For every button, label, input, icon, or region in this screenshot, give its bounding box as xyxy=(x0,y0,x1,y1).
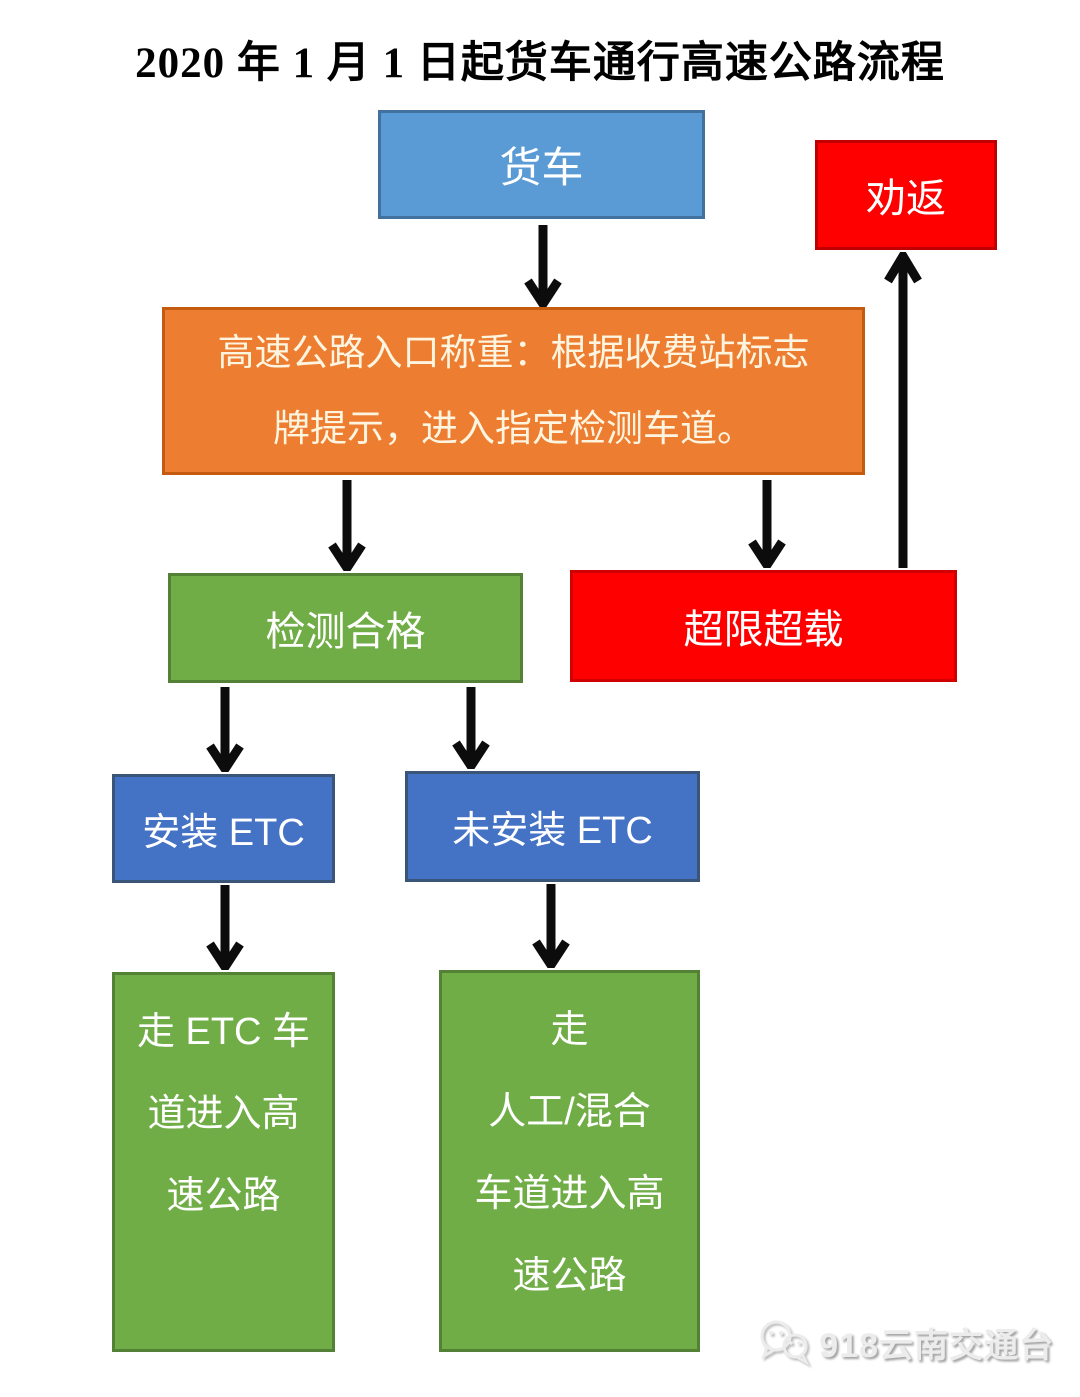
node-manual-mixed-lane: 走 人工/混合 车道进入高 速公路 xyxy=(439,970,700,1352)
arrow-truck-to-weighing xyxy=(524,225,562,307)
node-overload: 超限超载 xyxy=(570,570,957,682)
watermark-text: 918云南交通台 xyxy=(819,1327,1054,1365)
node-truck: 货车 xyxy=(378,110,705,219)
page-title: 2020 年 1 月 1 日起货车通行高速公路流程 xyxy=(135,40,945,87)
node-etc-lane: 走 ETC 车 道进入高 速公路 xyxy=(112,972,335,1352)
node-etc-not-installed: 未安装 ETC xyxy=(405,771,700,882)
arrow-etc-not-installed-to-manual-lane xyxy=(532,884,570,968)
arrow-weighing-to-overload xyxy=(748,480,786,568)
node-entrance-weighing: 高速公路入口称重：根据收费站标志 牌提示，进入指定检测车道。 xyxy=(162,307,865,475)
arrow-overload-to-turn-back xyxy=(884,252,922,568)
node-inspection-passed: 检测合格 xyxy=(168,573,523,683)
arrow-passed-to-etc-not-installed xyxy=(452,687,490,769)
watermark: 918云南交通台 xyxy=(757,1318,1054,1367)
wechat-icon xyxy=(760,1320,810,1366)
arrow-etc-installed-to-etc-lane xyxy=(206,885,244,970)
node-turn-back: 劝返 xyxy=(815,140,997,250)
node-etc-installed: 安装 ETC xyxy=(112,774,335,883)
arrow-weighing-to-passed xyxy=(328,480,366,571)
arrow-passed-to-etc-installed xyxy=(206,687,244,772)
